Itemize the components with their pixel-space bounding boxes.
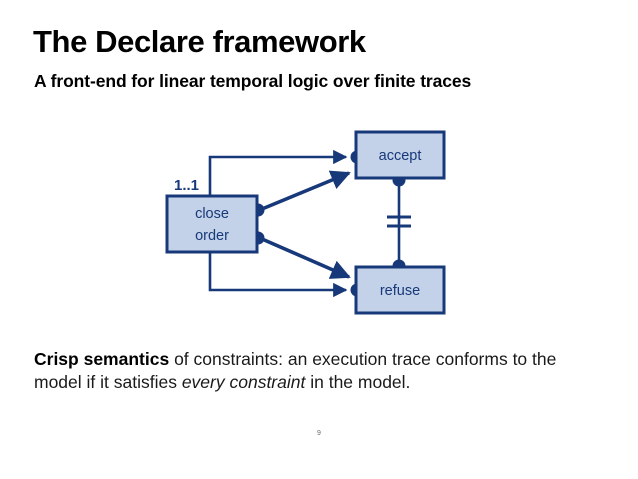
constraint-not-coexistence (387, 173, 411, 273)
cardinality-label: 1..1 (174, 177, 199, 194)
node-accept[interactable]: accept (354, 130, 446, 180)
body-part-1: of constraints: an execution trace confo… (34, 349, 557, 393)
page-number: 9 (317, 430, 321, 437)
body-paragraph: Crisp semantics of constraints: an execu… (34, 348, 594, 395)
page-subtitle: A front-end for linear temporal logic ov… (34, 71, 472, 91)
declare-diagram: accept refuse close order 1..1 (150, 118, 470, 328)
body-emphasis: every constraint (181, 372, 306, 393)
edge-close-order-to-refuse-precedence (251, 231, 351, 279)
node-close-order[interactable]: close order (165, 194, 259, 254)
node-close-order-label-line2: order (195, 228, 229, 244)
edge-close-order-to-accept-response (208, 149, 364, 196)
body-lead: Crisp semantics (34, 349, 170, 369)
page-title: The Declare framework (33, 24, 366, 59)
edge-close-order-to-accept-precedence (251, 170, 351, 217)
node-refuse[interactable]: refuse (354, 265, 446, 315)
node-accept-label: accept (379, 148, 422, 164)
body-part-2: in the model. (305, 372, 411, 393)
node-refuse-label: refuse (380, 283, 420, 299)
node-close-order-label-line1: close (195, 206, 229, 222)
